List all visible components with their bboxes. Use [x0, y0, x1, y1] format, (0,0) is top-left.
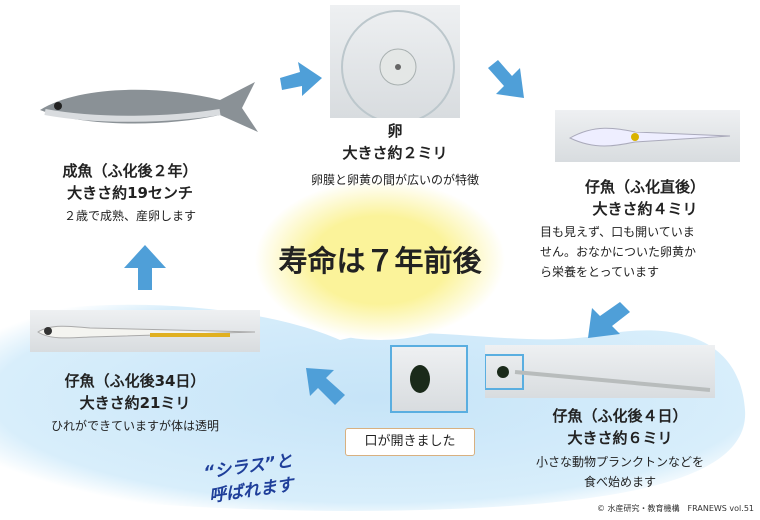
- hatchling-photo: [555, 110, 740, 162]
- egg-size: 大きさ約２ミリ: [342, 144, 448, 162]
- day4-size: 大きさ約６ミリ: [567, 429, 673, 447]
- day4-desc-line: 食べ始めます: [583, 475, 656, 489]
- hatch-title: 仔魚（ふ化直後）: [584, 178, 705, 196]
- hatch-size: 大きさ約４ミリ: [592, 200, 698, 218]
- hatch-desc-line: せん。おなかについた卵黄か: [540, 245, 697, 259]
- egg-title: 卵: [387, 122, 403, 140]
- arrow-up-left-icon: [306, 368, 345, 405]
- day34-size: 大きさ約21ミリ: [79, 394, 191, 412]
- center-sun-ellipse: [255, 180, 505, 340]
- day4-larva-photo: [484, 345, 715, 398]
- arrow-down-left-icon: [588, 302, 630, 338]
- adult-size: 大きさ約19センチ: [67, 184, 193, 202]
- day34-title: 仔魚（ふ化後34日）: [64, 372, 206, 390]
- arrow-down-right-icon: [488, 60, 524, 98]
- adult-title: 成魚（ふ化後２年）: [62, 162, 198, 180]
- day34-larva-photo: [30, 310, 260, 352]
- lifespan-label: 寿命は７年前後: [278, 244, 482, 278]
- adult-fish-photo: [20, 60, 265, 150]
- day4-zoom-photo: [390, 345, 468, 413]
- day4-title: 仔魚（ふ化後４日）: [552, 407, 688, 425]
- hatch-desc-line: ら栄養をとっています: [540, 265, 660, 279]
- day4-desc-line: 小さな動物プランクトンなどを: [535, 455, 704, 469]
- arrow-up-icon: [124, 245, 166, 290]
- day34-desc: ひれができていますが体は透明: [50, 419, 219, 433]
- egg-photo: [330, 5, 460, 124]
- copyright-credit: © 水産研究・教育機構 FRANEWS vol.51: [597, 504, 754, 513]
- hatch-desc-line: 目も見えず、口も開いていま: [540, 225, 695, 239]
- adult-desc: ２歳で成熟、産卵します: [63, 209, 196, 223]
- mouth-open-callout: 口が開きました: [345, 428, 475, 456]
- arrow-right-icon: [280, 62, 322, 96]
- egg-desc: 卵膜と卵黄の間が広いのが特徴: [310, 173, 479, 187]
